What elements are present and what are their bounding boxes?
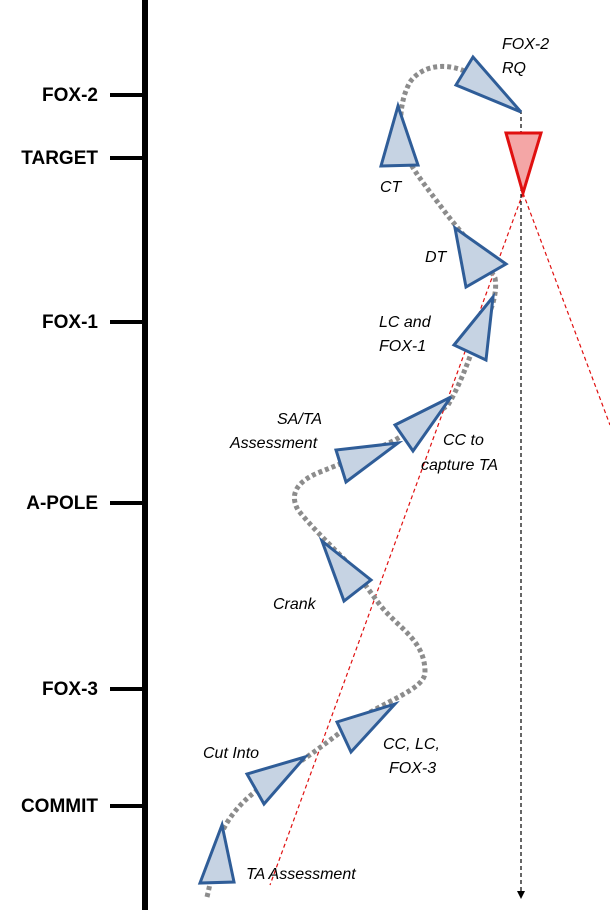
annotation-cut-into: Cut Into — [203, 745, 259, 762]
annotation-cc-lc-fox3-line2: FOX-3 — [389, 760, 436, 777]
timeline-label-apole: A-POLE — [26, 493, 98, 514]
line-of-sight-left — [269, 192, 524, 886]
aircraft-dt — [452, 224, 509, 290]
target-icon — [504, 131, 544, 199]
aircraft-lc-fox1 — [451, 292, 496, 363]
aircraft-fox2-rq — [453, 54, 523, 114]
aircraft-sa-ta-assessment — [334, 440, 404, 485]
timeline-label-target: TARGET — [21, 148, 98, 169]
annotation-ct: CT — [380, 179, 403, 196]
annotation-fox2-rq-line1: FOX-2 — [502, 36, 549, 53]
annotation-sa-ta-line1: SA/TA — [277, 411, 322, 428]
timeline-label-fox1: FOX-1 — [42, 312, 98, 333]
annotation-cc-lc-fox3-line1: CC, LC, — [383, 736, 440, 753]
annotation-fox2-rq-line2: RQ — [502, 60, 526, 77]
annotation-crank: Crank — [273, 596, 317, 613]
annotation-ta-assessment: TA Assessment — [246, 866, 356, 883]
aircraft-ta-assessment — [197, 819, 236, 885]
annotation-dt: DT — [425, 249, 448, 266]
aircraft-ct — [379, 100, 421, 168]
annotation-cc-capture-line1: CC to — [443, 432, 484, 449]
annotation-lc-fox1-line1: LC and — [379, 314, 432, 331]
aircraft-cut-into — [244, 754, 310, 807]
timeline-label-fox2: FOX-2 — [42, 85, 98, 106]
line-of-sight-right — [522, 192, 610, 426]
annotation-sa-ta-line2: Assessment — [229, 435, 318, 452]
aircraft-cc-capture-ta — [392, 395, 453, 454]
aircraft-crank — [318, 536, 374, 604]
annotation-lc-fox1-line2: FOX-1 — [379, 338, 426, 355]
annotation-cc-capture-line2: capture TA — [421, 457, 498, 474]
target-path-arrowhead — [517, 891, 525, 899]
timeline-label-commit: COMMIT — [21, 796, 98, 817]
aircraft-cc-lc-fox3 — [334, 700, 400, 755]
timeline-label-fox3: FOX-3 — [42, 679, 98, 700]
